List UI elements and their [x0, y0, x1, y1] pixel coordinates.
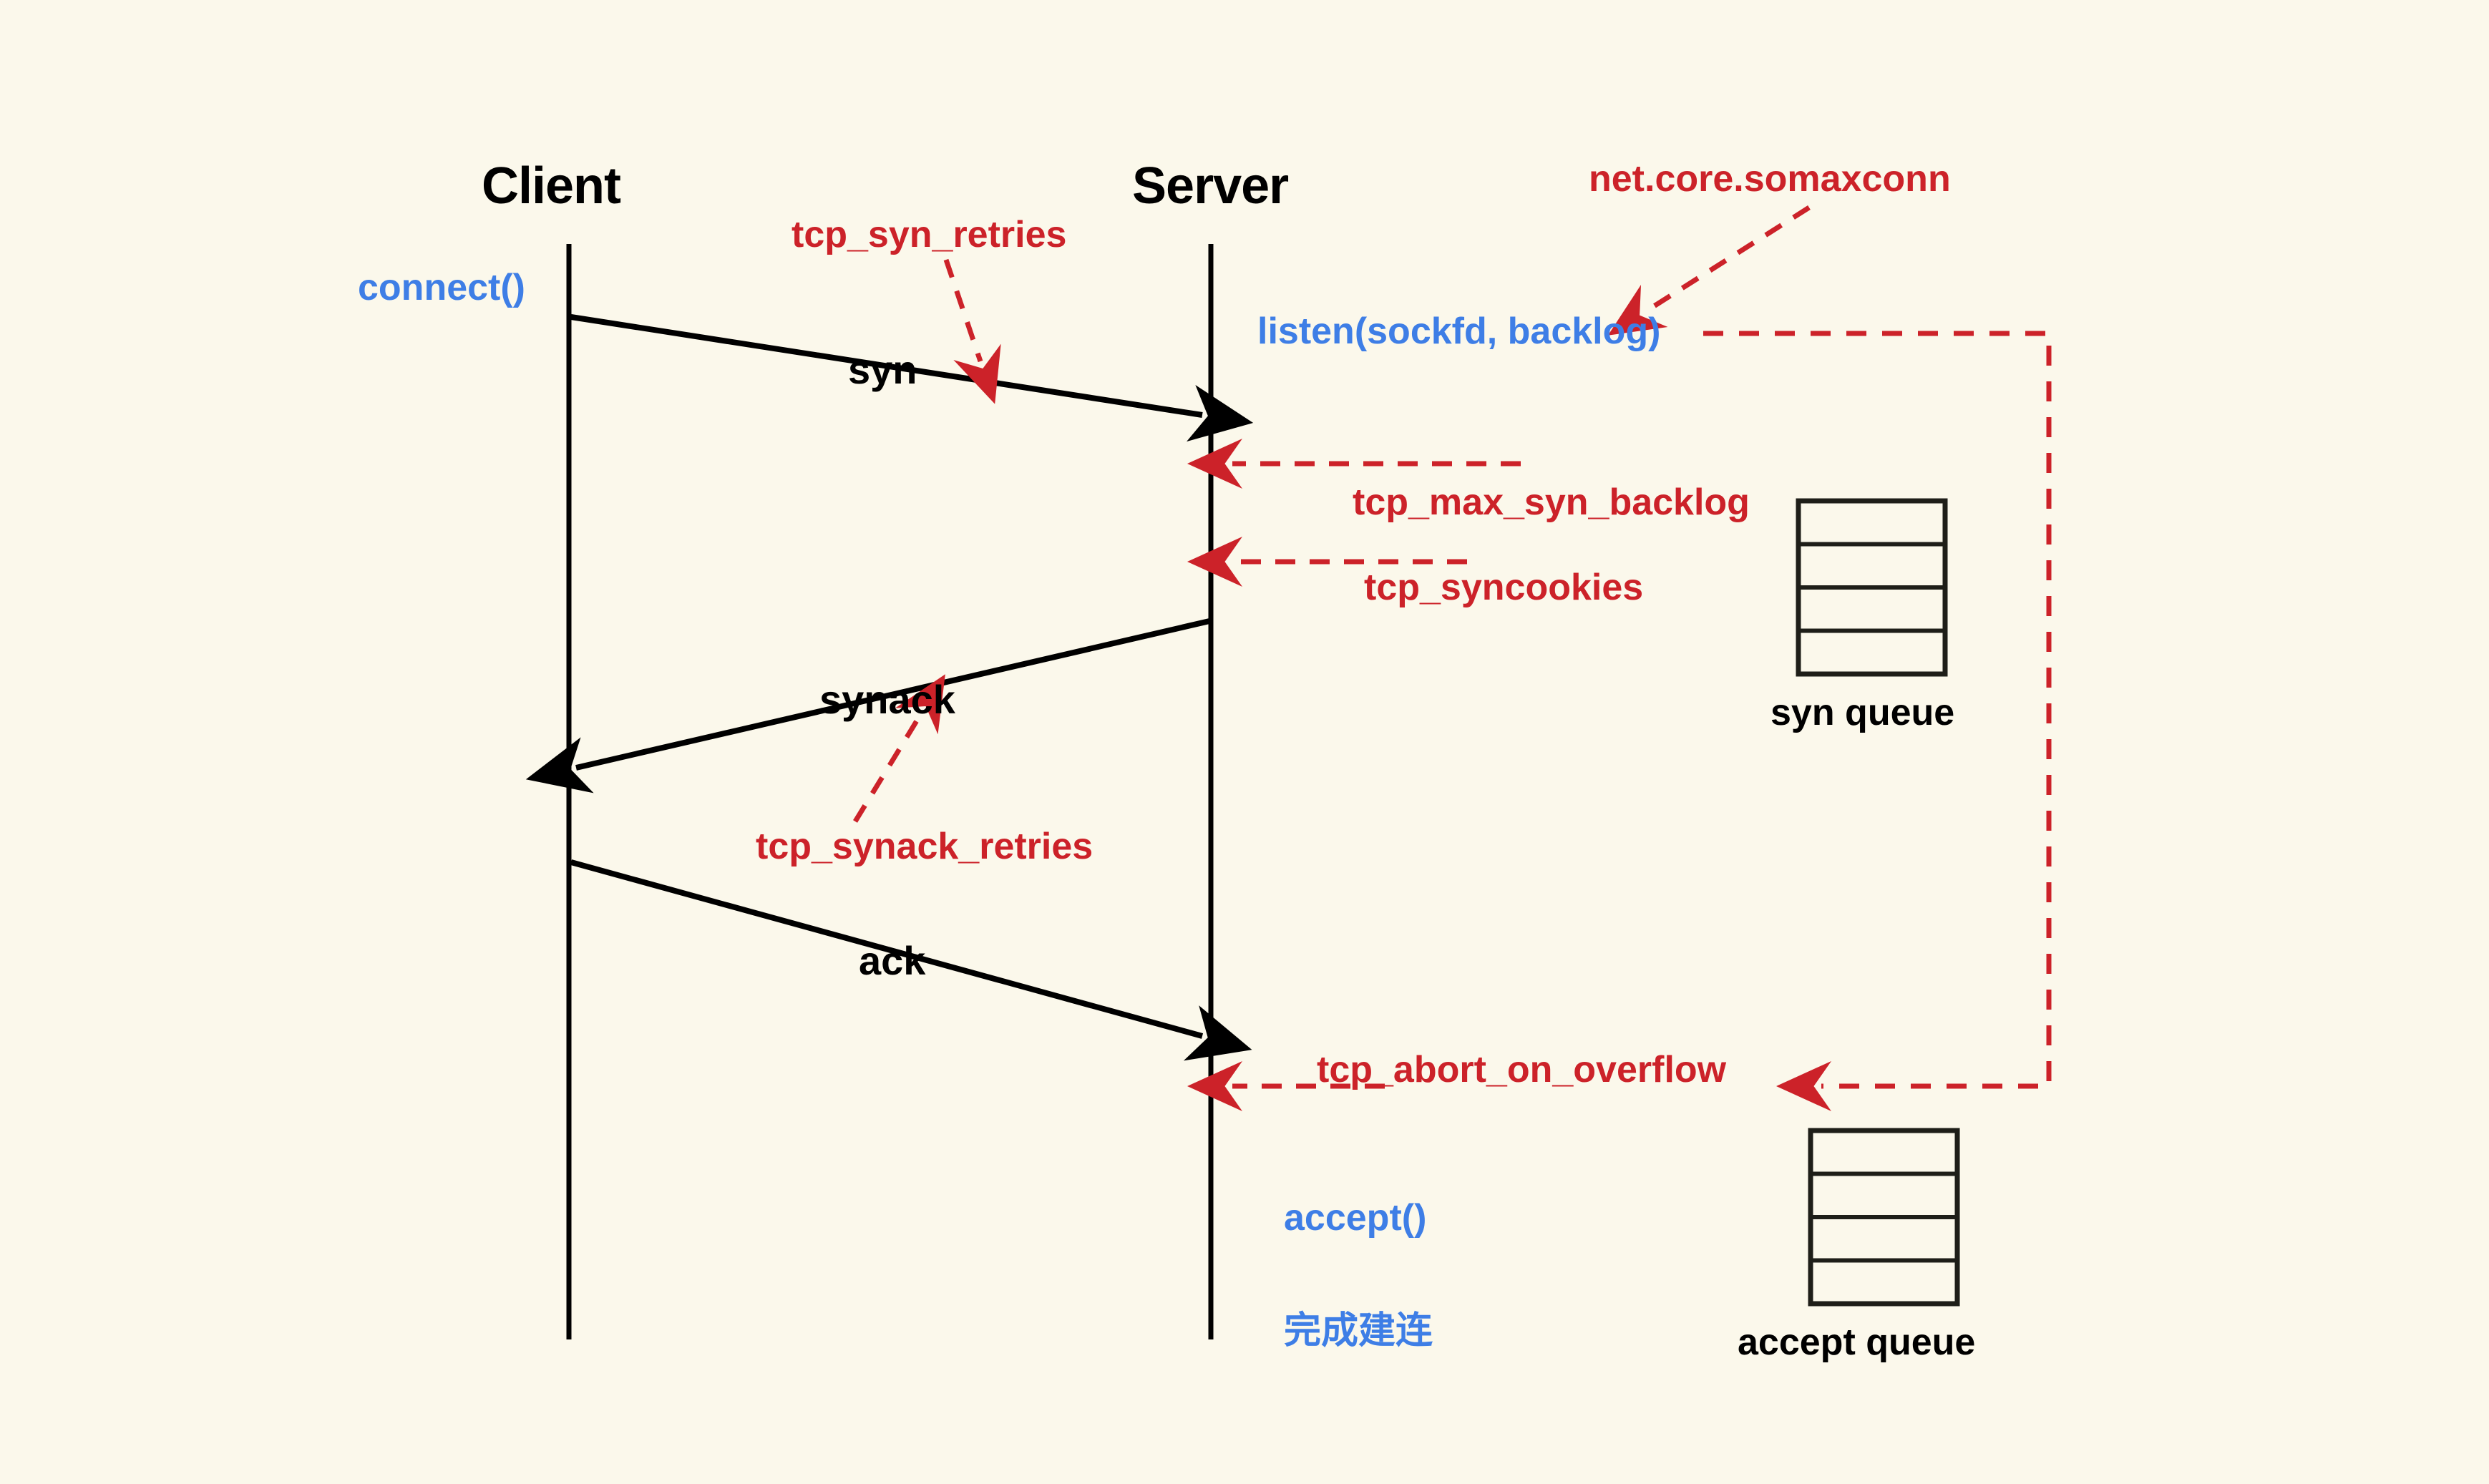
synack-arrow — [525, 618, 1210, 794]
syn-queue-box — [1796, 498, 1948, 677]
tcp-syn-retries-arrow — [943, 258, 1001, 404]
message-label-synack: synack — [819, 677, 955, 722]
sysctl-label-tcp-max-syn-backlog: tcp_max_syn_backlog — [1353, 482, 1750, 523]
api-label-accept: accept() — [1284, 1197, 1427, 1239]
ack-arrow — [570, 859, 1252, 1061]
syn-arrow — [570, 314, 1254, 442]
queue-caption-accept-queue: accept queue — [1738, 1322, 1976, 1363]
sysctl-label-tcp-synack-retries: tcp_synack_retries — [756, 826, 1093, 867]
sysctl-label-tcp-syncookies: tcp_syncookies — [1364, 567, 1644, 608]
actor-title-client: Client — [482, 157, 621, 215]
backlog-routing-path — [1703, 331, 2052, 1111]
sysctl-label-tcp-abort-on-overflow: tcp_abort_on_overflow — [1317, 1049, 1727, 1090]
api-label-listen: listen(sockfd, backlog) — [1257, 311, 1661, 352]
message-label-syn: syn — [848, 347, 917, 392]
sysctl-label-net-core-somaxconn: net.core.somaxconn — [1589, 158, 1951, 200]
api-label-connect: connect() — [358, 267, 525, 308]
queue-caption-syn-queue: syn queue — [1770, 692, 1955, 733]
tcp-synack-retries-arrow — [853, 674, 945, 823]
message-label-ack: ack — [859, 938, 926, 983]
actor-title-server: Server — [1132, 157, 1289, 215]
sysctl-label-tcp-syn-retries: tcp_syn_retries — [791, 214, 1067, 255]
api-label-established: 完成建连 — [1284, 1310, 1433, 1352]
accept-queue-box — [1808, 1128, 1960, 1307]
net-core-somaxconn-arrow — [1607, 205, 1811, 336]
